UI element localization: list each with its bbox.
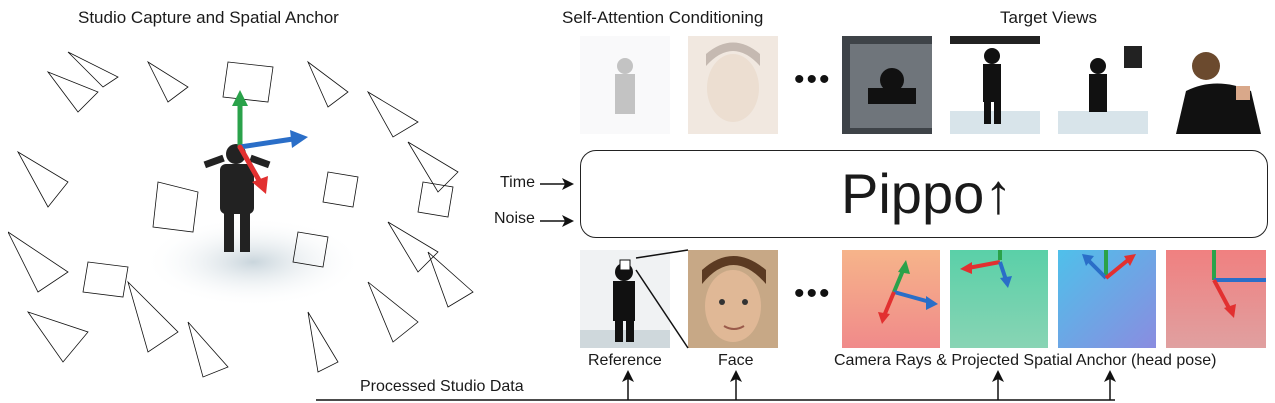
pippo-title: Pippo↑: [841, 161, 1012, 226]
camera-rays-label: Camera Rays & Projected Spatial Anchor (…: [834, 352, 1217, 369]
studio-capture-illustration: [6, 32, 478, 378]
target-view-2: [950, 36, 1040, 134]
pippo-model-box: Pippo↑: [580, 150, 1268, 238]
target-view-1: [842, 36, 932, 134]
conditioning-reference-thumb-faded: [580, 36, 670, 134]
target-views-heading: Target Views: [1000, 8, 1098, 27]
processed-studio-data-label: Processed Studio Data: [360, 378, 524, 395]
camera-ray-panel-3: [1058, 250, 1156, 348]
person-figure: [203, 144, 271, 252]
reference-image: [580, 250, 670, 348]
studio-floor: [143, 217, 363, 307]
studio-capture-svg: [6, 51, 474, 378]
camera-frustums: [6, 51, 474, 378]
noise-input-label: Noise: [494, 210, 535, 227]
camera-ray-panel-2: [950, 250, 1048, 348]
camera-ray-panel-1: [842, 250, 940, 348]
time-input-label: Time: [500, 174, 535, 191]
pippo-up-arrow: ↑: [984, 162, 1013, 225]
bottom-ellipsis: •••: [794, 277, 832, 310]
face-image: [688, 250, 778, 348]
self-attention-heading: Self-Attention Conditioning: [562, 8, 764, 27]
pippo-name: Pippo: [841, 162, 985, 225]
spatial-anchor-axes: [232, 90, 308, 194]
target-view-4: [1166, 36, 1266, 134]
face-zoom-line-bottom: [635, 269, 689, 349]
face-label: Face: [718, 352, 754, 369]
conditioning-face-thumb-faded: [688, 36, 778, 134]
camera-ray-panel-4: [1166, 250, 1266, 348]
studio-capture-heading: Studio Capture and Spatial Anchor: [78, 8, 339, 27]
target-view-3: [1058, 36, 1148, 134]
reference-label: Reference: [588, 352, 662, 369]
face-zoom-line-top: [635, 249, 689, 259]
top-ellipsis: •••: [794, 63, 832, 96]
